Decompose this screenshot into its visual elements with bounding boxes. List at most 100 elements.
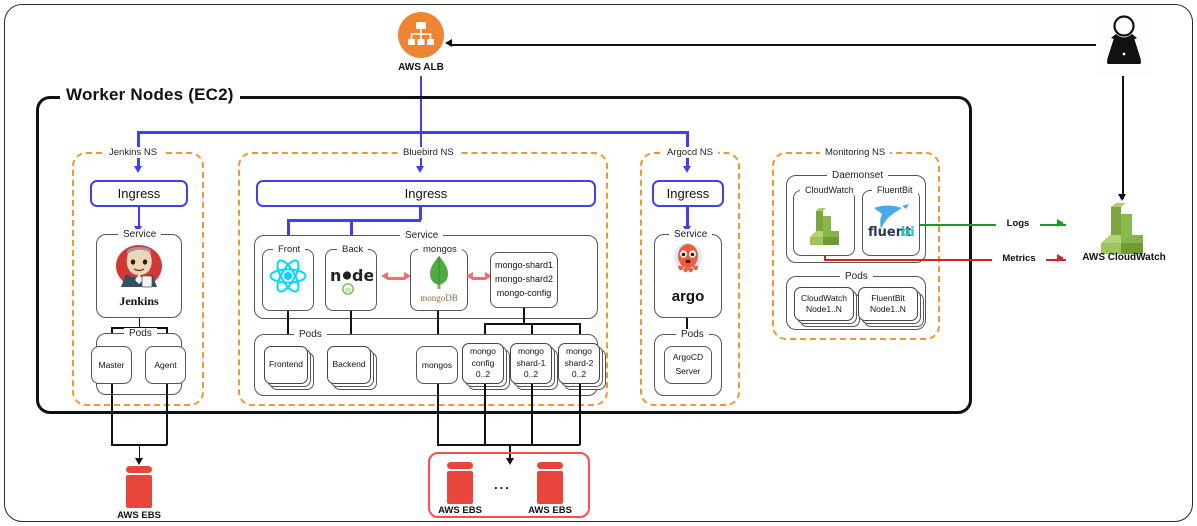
pod-mongo-shard-2-replicas: 0..2 (571, 369, 587, 380)
edge-back-to-mongos-arrowhead-right (404, 272, 411, 280)
pod-jenkins-master-label: Master (98, 359, 125, 370)
namespace-bluebird-label: Bluebird NS (398, 147, 459, 158)
pod-fluentbit-node[interactable]: FluentBit Node1..N (858, 287, 924, 327)
pod-mongo-shard-1-line1: mongo (518, 346, 544, 357)
pod-mongo-shard-2-line2: shard-2 (564, 357, 594, 368)
service-mongos-label: mongos (418, 244, 462, 255)
service-back[interactable] (325, 249, 377, 311)
argo-icon (668, 240, 708, 282)
edge-shards-stem (523, 308, 525, 324)
pod-fluentbit-node-line2: Node1..N (870, 304, 906, 314)
edge-alb-distribution-bar (137, 131, 688, 134)
pod-frontend[interactable]: Frontend (264, 346, 314, 390)
argocd-pods-label: Pods (676, 329, 709, 340)
pod-cloudwatch-node-line1: CloudWatch (801, 292, 847, 303)
service-mongo-shards[interactable]: mongo-shard1 mongo-shard2 mongo-config (490, 252, 558, 308)
edge-user-to-alb-arrowhead (445, 39, 452, 47)
pod-mongo-config-line2: config (471, 357, 495, 368)
monitoring-pods-label: Pods (840, 271, 873, 282)
svg-text:fluent: fluent (868, 225, 911, 239)
worker-nodes-group (36, 96, 972, 414)
bluebird-pods-label: Pods (294, 329, 327, 340)
pod-mongo-config-line1: mongo (470, 346, 496, 357)
aws-alb-label: AWS ALB (398, 62, 444, 73)
pod-mongos[interactable]: mongos (416, 346, 458, 384)
edge-user-to-cloudwatch-arrowhead (1118, 194, 1126, 201)
argocd-ingress[interactable]: Ingress (652, 180, 724, 207)
edge-alb-to-argocd-arrowhead (682, 166, 691, 173)
jenkins-ingress[interactable]: Ingress (90, 180, 188, 207)
monitoring-daemonset-label: Daemonset (827, 170, 889, 181)
aws-cloudwatch-icon (804, 205, 844, 249)
service-front-label: Front (273, 244, 306, 255)
bluebird-ingress-label: Ingress (404, 186, 448, 201)
edge-mongo-shard1-to-ebs (531, 384, 533, 445)
edge-metrics (824, 259, 1066, 261)
pod-jenkins-agent-label: Agent (154, 359, 177, 370)
edge-logs-arrowhead (1057, 219, 1064, 227)
pod-jenkins-master[interactable]: Master (91, 346, 132, 384)
service-mongo-shard2-label: mongo-shard2 (494, 274, 554, 285)
edge-agent-to-ebs (166, 384, 168, 445)
edge-mongos-to-shards-arrowhead-left (466, 272, 473, 280)
pod-cloudwatch-node-line2: Node1..N (806, 304, 842, 314)
service-mongo-shard1-label: mongo-shard1 (494, 260, 554, 271)
react-icon (268, 256, 308, 296)
pod-mongo-shard-1-replicas: 0..2 (523, 369, 539, 380)
edge-metrics-arrowhead (1057, 254, 1064, 262)
pod-backend[interactable]: Backend (327, 346, 377, 390)
pod-fluentbit-node-line1: FluentBit (871, 292, 905, 303)
svg-text:bit: bit (901, 225, 914, 239)
namespace-jenkins-label: Jenkins NS (104, 147, 163, 158)
aws-ebs-mongo-left-label: AWS EBS (438, 505, 482, 516)
edge-back-to-backend-pod (350, 311, 352, 341)
edge-bluebird-ebs-bar (437, 444, 580, 446)
svg-text:n: n (330, 266, 341, 285)
daemonset-fluentbit-label: FluentBit (872, 185, 918, 195)
pod-argocd-server-line2: Server (675, 366, 701, 376)
edge-back-to-mongos-arrowhead-left (381, 272, 388, 280)
aws-ebs-jenkins-label: AWS EBS (117, 510, 161, 521)
aws-ebs-mongo-right-icon (537, 462, 563, 504)
edge-bluebird-ebs-arrowhead (505, 458, 514, 465)
edge-shards-to-mongo-shard2 (579, 323, 581, 341)
logs-label: Logs (996, 218, 1040, 229)
person-at-laptop-icon (1096, 14, 1152, 76)
pod-jenkins-agent[interactable]: Agent (145, 346, 186, 384)
aws-ebs-mongo-left-icon (447, 462, 473, 504)
fluentbit-icon: fluent bit (868, 199, 914, 239)
edge-front-to-frontend-pod (287, 311, 289, 341)
jenkins-service-label: Service (118, 229, 162, 240)
edge-shards-to-mongo-config (484, 323, 486, 341)
namespace-monitoring-label: Monitoring NS (820, 147, 891, 158)
pod-mongo-config[interactable]: mongo config 0..2 (462, 343, 510, 390)
edge-bluebird-ingress-bar (287, 219, 421, 222)
argocd-service-label: Service (669, 229, 713, 240)
edge-argocd-service-to-pods (686, 318, 688, 338)
edge-alb-trunk (419, 76, 422, 132)
aws-alb-icon (398, 12, 444, 58)
edge-jenkins-service-stem (138, 318, 140, 328)
svg-text:de: de (352, 266, 373, 285)
edge-mongos-to-shards (472, 277, 486, 280)
edge-jenkins-ebs-stem (138, 444, 140, 461)
pod-cloudwatch-node[interactable]: CloudWatch Node1..N (794, 287, 860, 327)
jenkins-wordmark: Jenkins (119, 294, 159, 308)
pod-mongo-config-replicas: 0..2 (475, 369, 491, 380)
edge-jenkins-ebs-arrowhead (135, 458, 143, 465)
aws-ebs-mongo-right-label: AWS EBS (528, 505, 572, 516)
aws-ebs-jenkins-icon (126, 466, 152, 508)
pod-mongo-shard-1[interactable]: mongo shard-1 0..2 (510, 343, 558, 390)
pod-mongo-shard-2[interactable]: mongo shard-2 0..2 (558, 343, 606, 390)
pod-frontend-label: Frontend (268, 359, 304, 370)
jenkins-pods-label: Pods (124, 328, 157, 339)
daemonset-cloudwatch-label: CloudWatch (800, 185, 859, 195)
argo-wordmark: argo (671, 288, 705, 305)
edge-jenkins-ingress-to-service (137, 207, 140, 229)
edge-bluebird-to-back (350, 219, 353, 242)
pod-mongos-label: mongos (421, 359, 453, 370)
pod-argocd-server[interactable]: ArgoCD Server (664, 346, 712, 384)
bluebird-ingress[interactable]: Ingress (256, 180, 596, 207)
edge-bluebird-ingress-stem (419, 207, 422, 220)
jenkins-icon (110, 242, 168, 288)
